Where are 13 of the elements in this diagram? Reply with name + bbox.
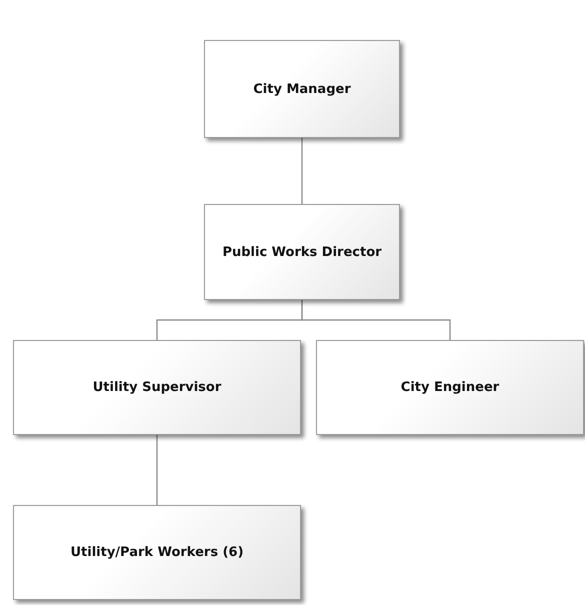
role-title: City Manager xyxy=(253,82,351,96)
connector-line xyxy=(301,300,451,340)
org-box xyxy=(13,505,301,600)
role-title: City Engineer xyxy=(400,380,500,395)
role-title: Utility Supervisor xyxy=(92,380,222,395)
role-title: Utility/Park Workers (6) xyxy=(70,545,244,560)
role-title: Public Works Director xyxy=(222,244,382,260)
connector-line xyxy=(301,138,303,204)
connector-line xyxy=(156,435,158,505)
org-box xyxy=(204,204,400,300)
org-box xyxy=(13,340,301,435)
org-box xyxy=(204,40,400,138)
org-box xyxy=(316,340,584,435)
